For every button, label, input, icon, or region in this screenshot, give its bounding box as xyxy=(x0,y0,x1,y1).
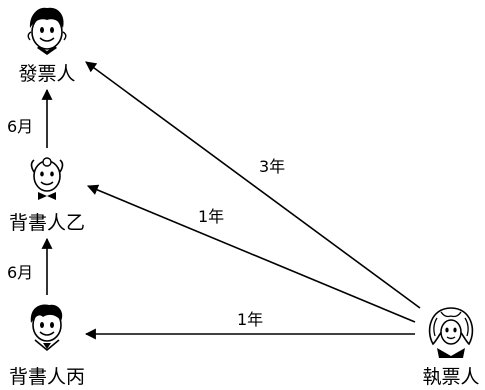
edge-label-holder-to-b: 1年 xyxy=(198,207,224,226)
arrow-holder-to-drawer xyxy=(85,61,421,309)
edge-label-holder-to-drawer: 3年 xyxy=(259,157,285,176)
man-face-icon xyxy=(27,7,67,55)
node-label-holder: 執票人 xyxy=(422,366,479,388)
bald-man-bowtie-icon xyxy=(30,157,64,200)
man-collar-icon xyxy=(30,304,63,352)
node-label-endorser-c: 背書人丙 xyxy=(9,366,85,388)
arrow-holder-to-b xyxy=(86,184,416,323)
edge-label-holder-to-c: 1年 xyxy=(237,310,263,329)
node-label-drawer: 發票人 xyxy=(18,63,75,85)
woman-face-icon xyxy=(428,307,474,358)
node-label-endorser-b: 背書人乙 xyxy=(9,212,85,234)
edge-label-c-to-b: 6月 xyxy=(7,263,33,282)
edge-label-b-to-drawer: 6月 xyxy=(7,117,33,136)
